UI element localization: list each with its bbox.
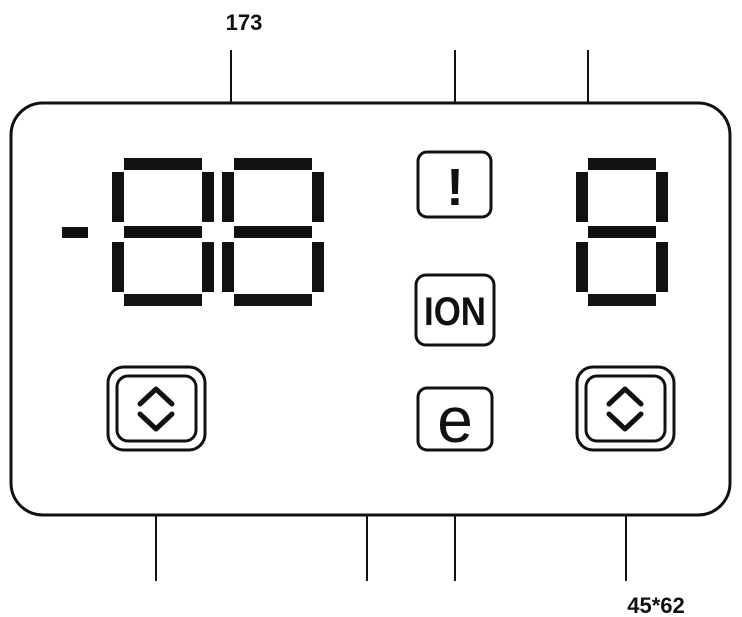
seven-segment-digit xyxy=(576,158,668,306)
ion-button[interactable]: ION xyxy=(414,273,496,347)
ion-button-label: ION xyxy=(424,290,486,334)
fan-speed-display xyxy=(576,158,668,306)
minus-sign xyxy=(62,227,88,238)
alarm-indicator-label: ! xyxy=(446,159,463,217)
seven-segment-digit xyxy=(112,158,214,306)
eco-button-label: e xyxy=(437,384,473,456)
up-down-chevron-icon xyxy=(606,386,644,432)
seven-segment-digit xyxy=(222,158,324,306)
temperature-display xyxy=(62,158,324,306)
up-down-chevron-icon xyxy=(137,386,175,432)
eco-button[interactable]: e xyxy=(416,384,494,456)
right-adjust-button[interactable] xyxy=(575,365,676,452)
callout-label-bottom-right: 45*62 xyxy=(627,593,685,617)
alarm-indicator: ! xyxy=(416,150,493,219)
left-adjust-button[interactable] xyxy=(106,365,207,452)
callout-label-top: 173 xyxy=(226,10,263,35)
